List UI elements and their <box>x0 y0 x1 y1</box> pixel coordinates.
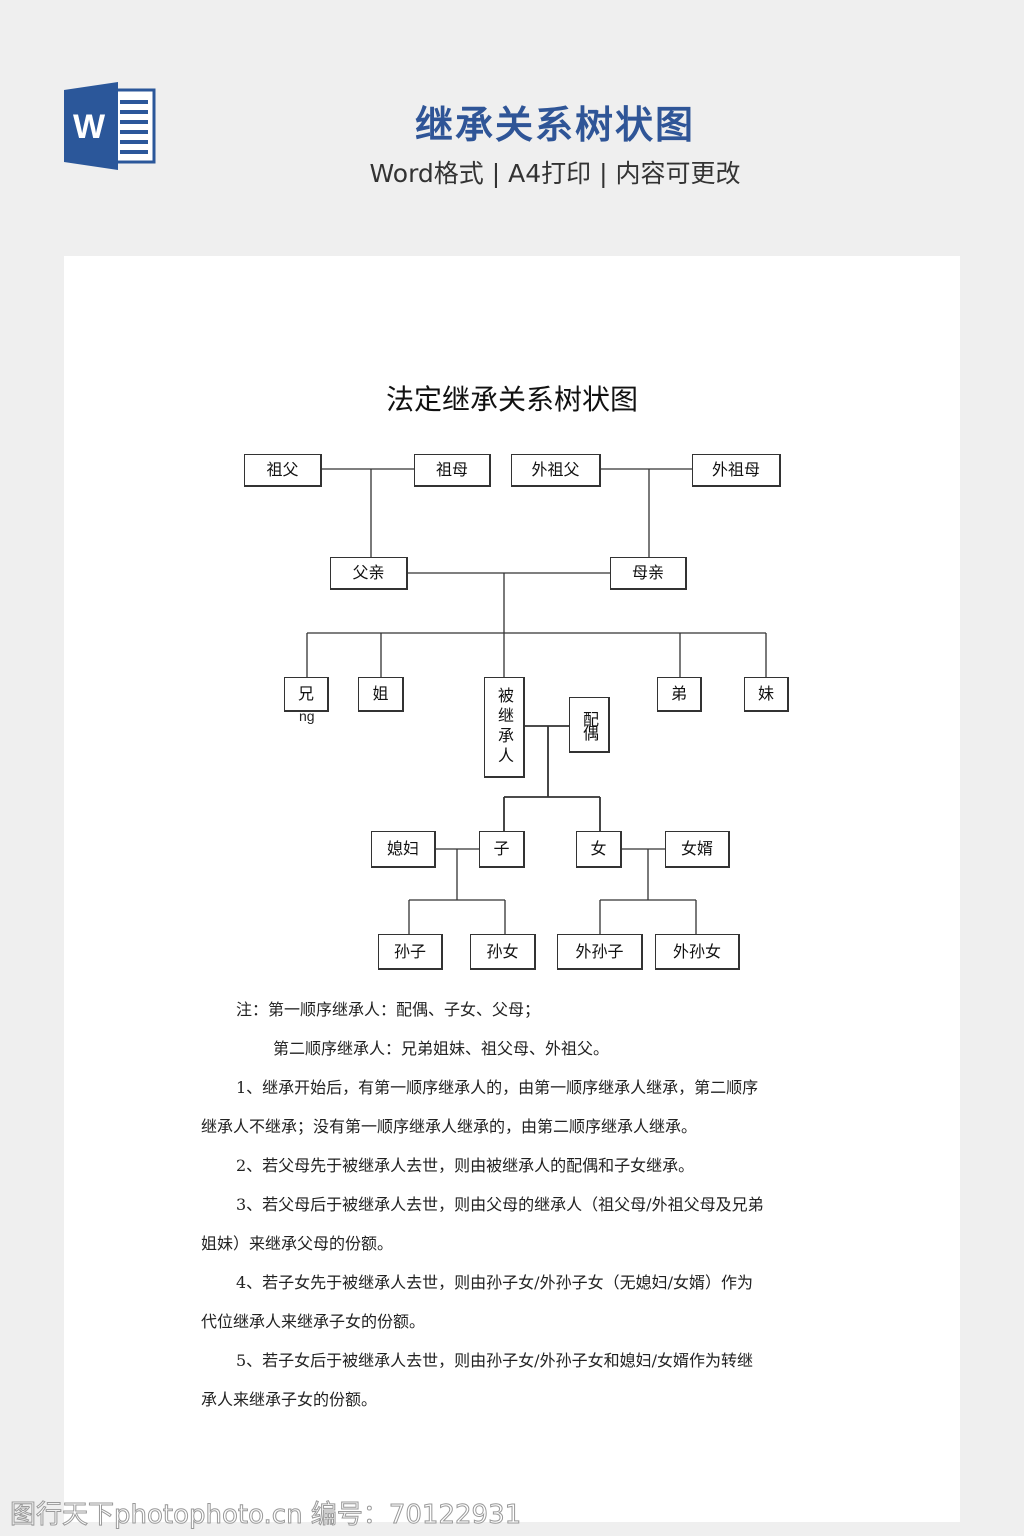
note-line: 注：第一顺序继承人：配偶、子女、父母； <box>236 1000 541 1019</box>
note-line: 第二顺序继承人：兄弟姐妹、祖父母、外祖父。 <box>273 1039 610 1058</box>
node-son: 子 <box>479 831 525 868</box>
node-younger-brother: 弟 <box>657 677 702 712</box>
node-decedent: 被继承人 <box>484 677 525 778</box>
node-daughter: 女 <box>576 831 622 868</box>
node-grandmother: 祖母 <box>414 454 491 487</box>
node-elder-sister: 姐 <box>358 677 404 712</box>
word-logo-icon: W <box>64 82 156 170</box>
node-elder-brother: 兄 <box>284 677 329 712</box>
node-daughters-son: 外孙子 <box>557 934 643 970</box>
note-line: 4、若子女先于被继承人去世，则由孙子女/外孙子女（无媳妇/女婿）作为 <box>236 1273 753 1292</box>
note-line: 代位继承人来继承子女的份额。 <box>201 1312 426 1331</box>
node-spouse: 配偶 <box>569 697 610 753</box>
node-elder-brother-note: ng <box>299 708 315 724</box>
header-subtitle: Word格式 | A4打印 | 内容可更改 <box>369 159 741 188</box>
node-mother: 母亲 <box>610 557 687 590</box>
note-line: 2、若父母先于被继承人去世，则由被继承人的配偶和子女继承。 <box>236 1156 695 1175</box>
node-grandfather: 祖父 <box>244 454 322 487</box>
node-father: 父亲 <box>330 557 408 590</box>
node-maternal-grandmother: 外祖母 <box>692 454 781 487</box>
node-granddaughter: 孙女 <box>470 934 536 970</box>
node-maternal-grandfather: 外祖父 <box>511 454 601 487</box>
note-line: 承人来继承子女的份额。 <box>201 1390 378 1409</box>
node-grandson: 孙子 <box>378 934 443 970</box>
node-daughters-daughter: 外孙女 <box>655 934 740 970</box>
document-title: 法定继承关系树状图 <box>385 383 638 416</box>
node-younger-sister: 妹 <box>744 677 789 712</box>
svg-text:W: W <box>73 108 106 146</box>
header-title: 继承关系树状图 <box>414 103 695 147</box>
node-daughter-in-law: 媳妇 <box>371 831 436 868</box>
note-line: 姐妹）来继承父母的份额。 <box>201 1234 394 1253</box>
watermark: 图行天下photophoto.cn 编号：70122931 <box>9 1500 522 1531</box>
note-line: 继承人不继承；没有第一顺序继承人继承的，由第二顺序继承人继承。 <box>201 1117 698 1136</box>
note-line: 1、继承开始后，有第一顺序继承人的，由第一顺序继承人继承，第二顺序 <box>236 1078 759 1097</box>
note-line: 3、若父母后于被继承人去世，则由父母的继承人（祖父母/外祖父母及兄弟 <box>236 1195 764 1214</box>
node-son-in-law: 女婿 <box>665 831 730 868</box>
note-line: 5、若子女后于被继承人去世，则由孙子女/外孙子女和媳妇/女婿作为转继 <box>236 1351 753 1370</box>
